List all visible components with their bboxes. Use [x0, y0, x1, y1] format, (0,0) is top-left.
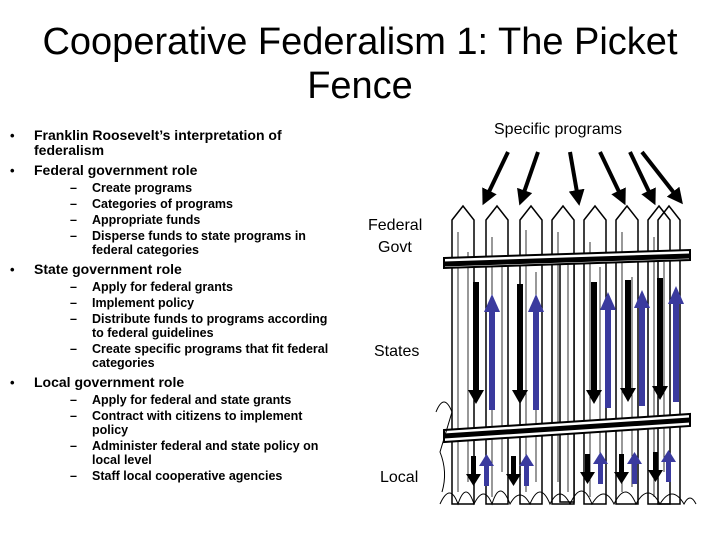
local-arrow-down	[653, 452, 658, 472]
local-label: Local	[380, 469, 418, 486]
sub-bullet: –Contract with citizens to implement pol…	[70, 409, 303, 437]
sub-bullet: –Disperse funds to state programs in fed…	[70, 229, 306, 257]
local-arrow-up-head	[519, 454, 534, 466]
state-arrow-down	[591, 282, 597, 392]
state-arrow-up-head	[484, 294, 500, 312]
sub-bullet: –Appropriate funds	[70, 213, 201, 227]
local-arrow-up-head	[661, 450, 676, 462]
local-arrow-down-head	[614, 472, 629, 484]
local-arrow-down	[619, 454, 624, 474]
sub-bullet: –Create programs	[70, 181, 193, 195]
sub-bullet: –Implement policy	[70, 296, 195, 310]
local-arrow-down-head	[466, 474, 481, 486]
sub-bullet: –Administer federal and state policy on …	[70, 439, 319, 467]
state-arrow-down	[517, 284, 523, 392]
state-arrows	[468, 278, 684, 410]
bullet-marker: •	[10, 262, 15, 277]
sub-bullet: –Apply for federal grants	[70, 280, 233, 294]
specific-programs-label: Specific programs	[494, 121, 622, 138]
local-arrow-down-head	[506, 474, 521, 486]
sub-bullet: –Staff local cooperative agencies	[70, 469, 283, 483]
program-arrows	[482, 150, 683, 206]
local-arrows	[466, 450, 676, 486]
bullet-text: Franklin Roosevelt’s interpretation of f…	[34, 127, 282, 158]
slide-title: Cooperative Federalism 1: The Picket Fen…	[42, 21, 678, 107]
state-arrow-up	[673, 302, 679, 402]
local-arrow-down-head	[580, 472, 595, 484]
state-arrow-down-head	[620, 388, 636, 402]
bullet-local-role: • Local government role –Apply for feder…	[8, 374, 338, 484]
local-arrow-up-head	[593, 452, 608, 464]
state-arrow-up-head	[668, 286, 684, 304]
sub-bullet: –Apply for federal and state grants	[70, 393, 292, 407]
local-arrow-down	[585, 454, 590, 474]
local-arrow-up	[632, 462, 637, 484]
bullet-roosevelt: • Franklin Roosevelt’s interpretation of…	[8, 128, 338, 158]
state-arrow-down	[625, 280, 631, 390]
local-arrow-up	[524, 464, 529, 486]
state-arrow-up	[533, 310, 539, 410]
picket-fence-diagram: Specific programs Federal Govt States Lo…	[368, 121, 697, 506]
state-arrow-up-head	[528, 294, 544, 312]
state-arrow-up	[605, 308, 611, 408]
local-arrow-down	[471, 456, 476, 476]
local-arrow-up	[484, 464, 489, 486]
sub-bullet: –Distribute funds to programs according …	[70, 312, 328, 340]
govt-label: Govt	[378, 239, 412, 256]
sub-bullet: –Create specific programs that fit feder…	[70, 342, 329, 370]
state-arrow-down-head	[652, 386, 668, 400]
state-arrow-down	[657, 278, 663, 388]
bullet-marker: •	[10, 375, 15, 390]
state-arrow-down	[473, 282, 479, 392]
bullet-state-role: • State government role –Apply for feder…	[8, 261, 338, 371]
bullet-text: State government role	[34, 261, 182, 277]
bullet-federal-role: • Federal government role –Create progra…	[8, 162, 338, 258]
local-arrow-up	[598, 462, 603, 484]
state-arrow-up	[489, 310, 495, 410]
local-arrow-up-head	[479, 454, 494, 466]
bullet-marker: •	[10, 163, 15, 178]
local-arrow-up	[666, 460, 671, 482]
local-arrow-up-head	[627, 452, 642, 464]
sub-bullet: –Categories of programs	[70, 197, 234, 211]
state-arrow-down-head	[586, 390, 602, 404]
state-arrow-up-head	[600, 292, 616, 310]
federal-label: Federal	[368, 217, 422, 234]
bullet-marker: •	[10, 128, 15, 143]
states-label: States	[374, 343, 419, 360]
state-arrow-up	[639, 306, 645, 406]
bullet-text: Federal government role	[34, 162, 198, 178]
local-arrow-down	[511, 456, 516, 476]
local-arrow-down-head	[648, 470, 663, 482]
bullet-text: Local government role	[34, 374, 185, 390]
bullet-list: • Franklin Roosevelt’s interpretation of…	[8, 128, 338, 488]
state-arrow-up-head	[634, 290, 650, 308]
state-arrow-down-head	[512, 390, 528, 404]
state-arrow-down-head	[468, 390, 484, 404]
